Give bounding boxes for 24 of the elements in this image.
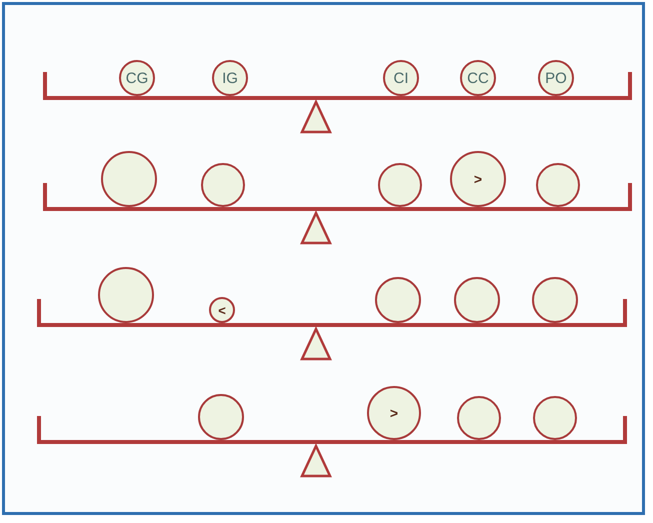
circle-weight — [454, 277, 500, 323]
circle-weight — [532, 277, 578, 323]
circle-weight — [457, 396, 501, 440]
circle-weight — [538, 60, 574, 96]
circle-weight — [212, 60, 248, 96]
circle-weight — [119, 60, 155, 96]
circle-weight — [209, 297, 235, 323]
circle-label: CI — [394, 70, 408, 86]
circle-weight — [378, 163, 422, 207]
circle-weight — [460, 60, 496, 96]
circle-label: > — [474, 171, 482, 187]
circle-weight — [367, 386, 421, 440]
circle-label: PO — [545, 70, 567, 86]
circle-weight — [536, 163, 580, 207]
circle-weight — [198, 394, 244, 440]
circle-label: CG — [126, 70, 148, 86]
circle-label: > — [390, 405, 398, 421]
circle-label: CC — [467, 70, 489, 86]
circle-weight — [533, 396, 577, 440]
circle-weight — [375, 277, 421, 323]
circle-weight — [383, 60, 419, 96]
circle-label: IG — [222, 70, 238, 86]
circle-label: < — [218, 302, 226, 318]
circle-weight — [201, 163, 245, 207]
